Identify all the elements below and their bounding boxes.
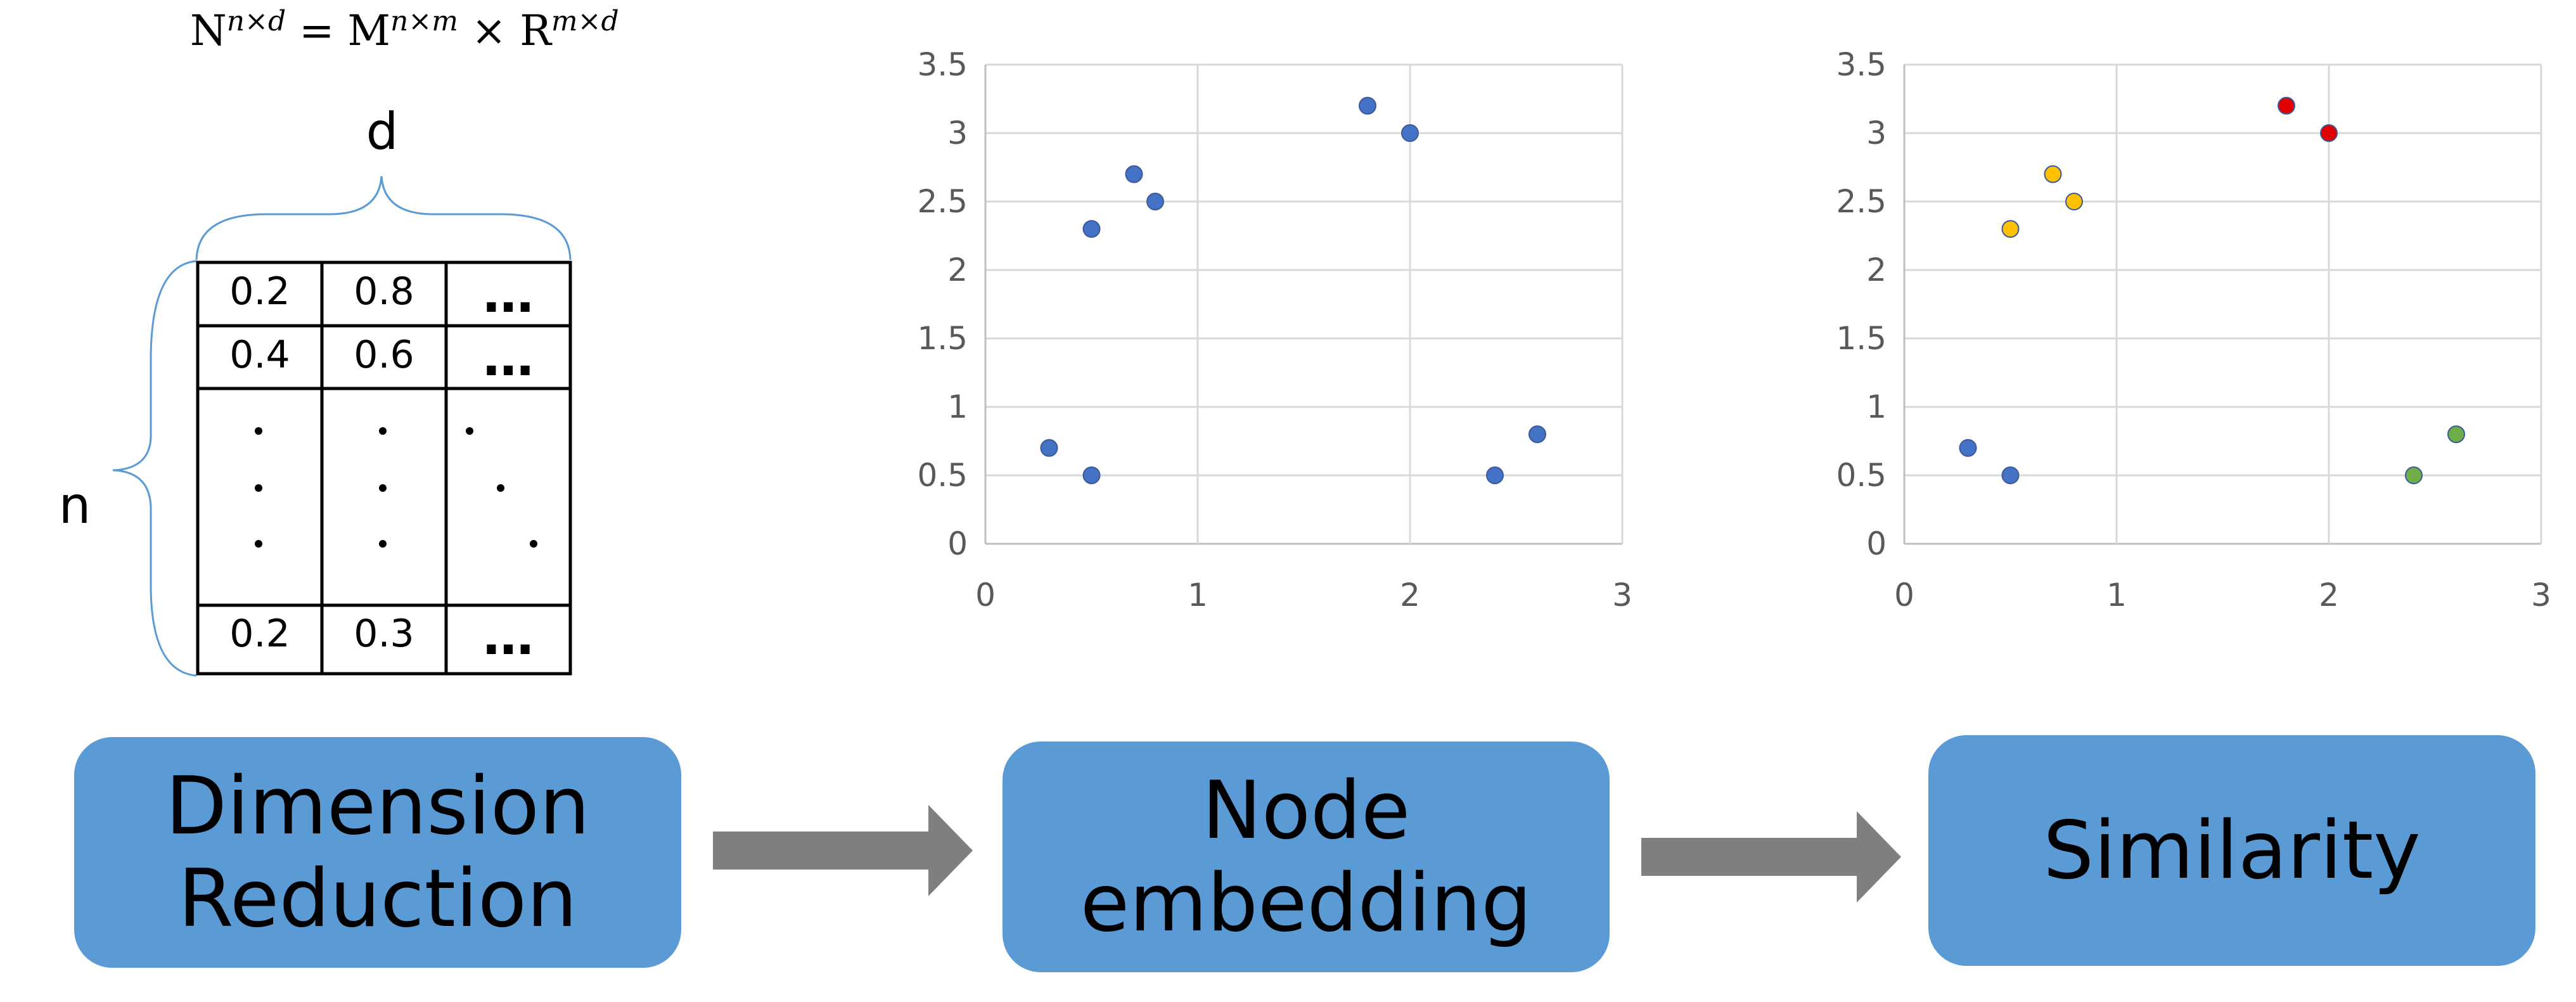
data-point bbox=[2405, 466, 2423, 484]
formula-m: M bbox=[347, 6, 390, 55]
data-point bbox=[2065, 193, 2083, 210]
matrix-ellipsis-cell: … bbox=[483, 328, 534, 387]
matrix-cell: 0.6 bbox=[354, 333, 414, 377]
y-tick-label: 1.5 bbox=[1836, 320, 1887, 357]
data-point bbox=[1401, 124, 1419, 142]
y-tick-label: 3.5 bbox=[917, 46, 968, 83]
stage-label: Dimension Reduction bbox=[165, 759, 590, 945]
formula-r-dims: m×d bbox=[551, 5, 619, 37]
y-tick-label: 1 bbox=[1866, 389, 1887, 425]
matrix-formula: Nn×d = Mn×m × Rm×d bbox=[190, 5, 710, 75]
data-point bbox=[1040, 439, 1058, 457]
y-tick-label: 0.5 bbox=[1836, 457, 1887, 494]
data-point bbox=[2320, 124, 2338, 142]
arrow-right-icon bbox=[1641, 811, 1901, 902]
data-point bbox=[1146, 193, 1164, 210]
matrix-ellipsis-cell: … bbox=[483, 265, 534, 324]
data-point bbox=[2001, 220, 2020, 238]
row-brace bbox=[112, 260, 197, 677]
data-point bbox=[1359, 96, 1376, 115]
y-tick-label: 2 bbox=[947, 252, 968, 288]
matrix-cell: 0.2 bbox=[229, 269, 290, 314]
stage-label: Similarity bbox=[2043, 803, 2421, 897]
stage-label: Node embedding bbox=[1080, 763, 1532, 949]
y-tick-label: 2.5 bbox=[917, 183, 968, 220]
y-tick-label: 1.5 bbox=[917, 320, 968, 357]
formula-r: R bbox=[520, 6, 551, 55]
matrix-vertical-dots bbox=[255, 427, 537, 548]
stage-node-embedding: Node embedding bbox=[1003, 742, 1610, 972]
matrix-cell: 0.2 bbox=[229, 612, 290, 656]
y-tick-label: 0 bbox=[1866, 525, 1887, 562]
formula-equals: = bbox=[299, 6, 335, 55]
matrix-grid bbox=[196, 260, 572, 676]
y-tick-label: 0 bbox=[947, 525, 968, 562]
y-tick-label: 2 bbox=[1866, 252, 1887, 288]
matrix-ellipsis-cell: … bbox=[483, 607, 534, 666]
row-label-n: n bbox=[59, 476, 91, 535]
data-point bbox=[1528, 425, 1546, 444]
x-tick-label: 3 bbox=[2531, 577, 2551, 613]
formula-n: N bbox=[190, 6, 227, 55]
column-brace bbox=[195, 176, 572, 260]
data-point bbox=[2001, 466, 2020, 484]
y-tick-label: 3.5 bbox=[1836, 46, 1887, 83]
x-tick-label: 2 bbox=[1400, 577, 1420, 613]
scatter-chart-similarity: 0 0.5 1 1.5 2 2.5 3 3.5 0 1 2 3 bbox=[1836, 46, 2551, 613]
y-tick-label: 2.5 bbox=[1836, 183, 1887, 220]
stage-dimension-reduction: Dimension Reduction bbox=[74, 737, 681, 968]
formula-times: × bbox=[471, 6, 507, 55]
x-tick-label: 1 bbox=[1188, 577, 1208, 613]
data-point bbox=[1082, 220, 1101, 238]
x-tick-label: 2 bbox=[2319, 577, 2339, 613]
x-tick-label: 3 bbox=[1612, 577, 1632, 613]
data-point bbox=[2044, 165, 2062, 183]
x-tick-label: 0 bbox=[1894, 577, 1914, 613]
matrix-cell: 0.3 bbox=[354, 612, 414, 656]
x-tick-label: 0 bbox=[975, 577, 996, 613]
y-tick-label: 3 bbox=[947, 115, 968, 151]
matrix-cell: 0.4 bbox=[229, 333, 290, 377]
matrix-cell: 0.8 bbox=[354, 269, 414, 314]
formula-n-dims: n×d bbox=[226, 5, 286, 37]
data-point bbox=[1486, 466, 1504, 484]
data-point bbox=[2278, 96, 2295, 115]
scatter-chart-node-embedding: 0 0.5 1 1.5 2 2.5 3 3.5 0 1 2 3 bbox=[917, 46, 1632, 613]
formula-m-dims: n×m bbox=[390, 5, 458, 37]
y-tick-label: 1 bbox=[947, 389, 968, 425]
stage-similarity: Similarity bbox=[1928, 735, 2535, 966]
y-tick-label: 3 bbox=[1866, 115, 1887, 151]
y-tick-label: 0.5 bbox=[917, 457, 968, 494]
arrow-right-icon bbox=[713, 805, 973, 896]
data-point bbox=[2447, 425, 2465, 444]
embedding-matrix: d n 0.2 0.8 0.4 0.6 0.2 0.3 … … … bbox=[59, 102, 572, 677]
x-tick-label: 1 bbox=[2106, 577, 2127, 613]
column-label-d: d bbox=[366, 102, 399, 161]
data-point bbox=[1959, 439, 1977, 457]
data-point bbox=[1082, 466, 1101, 484]
data-point bbox=[1125, 165, 1143, 183]
